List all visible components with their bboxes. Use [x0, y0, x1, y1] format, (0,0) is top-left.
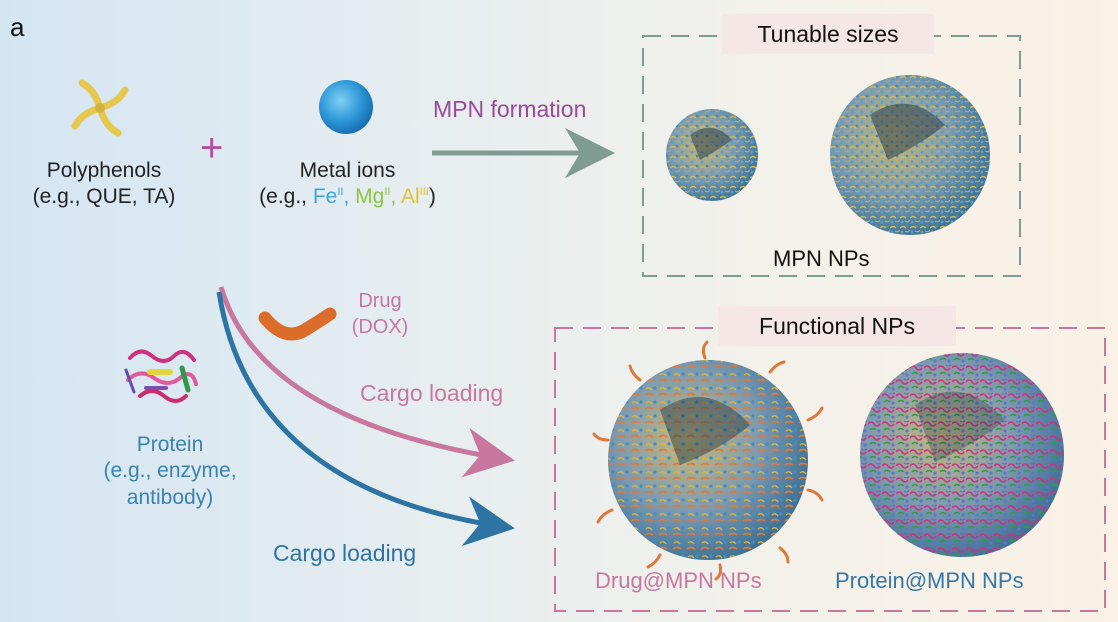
drug-mpn-nps-label: Drug@MPN NPs — [595, 568, 762, 593]
protein-label: Protein (e.g., enzyme, antibody) — [70, 432, 270, 511]
metal-separator-1: , — [343, 185, 356, 209]
mg-ion-label: MgII, — [355, 185, 401, 208]
polyphenol-molecule-icon — [71, 79, 129, 137]
fe-ion-label: FeII, — [313, 185, 355, 208]
al-ion-label: AlIII — [401, 185, 429, 208]
protein-name: Protein — [136, 433, 204, 456]
polyphenols-name: Polyphenols — [46, 159, 162, 182]
al-symbol: Al — [400, 185, 420, 209]
protein-cargo-loading-label: Cargo loading — [273, 540, 417, 566]
polyphenols-label: Polyphenols (e.g., QUE, TA) — [18, 158, 190, 211]
functional-nps-title: Functional NPs — [718, 306, 956, 346]
metal-examples-suffix: ) — [428, 185, 436, 209]
protein-cargo-loading-arrow — [216, 291, 515, 546]
panel-label: a — [10, 12, 25, 42]
small-mpn-nanoparticle — [666, 109, 758, 201]
al-oxidation-state: III — [419, 186, 429, 199]
drug-cargo-loading-label: Cargo loading — [360, 380, 504, 406]
fe-symbol: Fe — [312, 185, 338, 209]
drug-cargo-loading-arrow — [218, 286, 515, 478]
metal-ions-label: Metal ions (e.g., FeII, MgII, AlIII) — [230, 158, 465, 211]
metal-examples-prefix: (e.g., — [259, 185, 313, 209]
metal-ion-sphere-icon — [319, 80, 373, 134]
mpn-formation-label: MPN formation — [433, 96, 587, 122]
large-mpn-nanoparticle — [830, 75, 990, 235]
drug-mpn-nanoparticle — [592, 340, 824, 581]
metal-ions-name: Metal ions — [299, 159, 396, 182]
protein-mpn-nps-label: Protein@MPN NPs — [835, 568, 1024, 593]
plus-sign: + — [200, 126, 224, 170]
protein-examples-line2: antibody) — [126, 485, 214, 509]
drug-name: Drug — [358, 290, 402, 312]
metal-separator-2: , — [390, 185, 401, 209]
metal-ions-examples: (e.g., FeII, MgII, AlIII) — [230, 184, 465, 210]
drug-molecule-icon — [258, 307, 337, 341]
functional-nps-box — [554, 327, 1106, 612]
protein-examples-line1: (e.g., enzyme, — [103, 459, 237, 483]
drug-abbreviation: (DOX) — [351, 316, 409, 338]
mg-symbol: Mg — [355, 185, 385, 209]
mpn-nps-label: MPN NPs — [773, 246, 870, 271]
protein-structure-icon — [124, 349, 198, 403]
drug-label: Drug (DOX) — [340, 288, 420, 340]
mg-oxidation-state: II — [384, 186, 391, 199]
tunable-sizes-title: Tunable sizes — [722, 14, 934, 54]
polyphenols-examples: (e.g., QUE, TA) — [32, 185, 176, 209]
fe-oxidation-state: II — [337, 186, 344, 199]
protein-mpn-nanoparticle — [860, 353, 1064, 557]
